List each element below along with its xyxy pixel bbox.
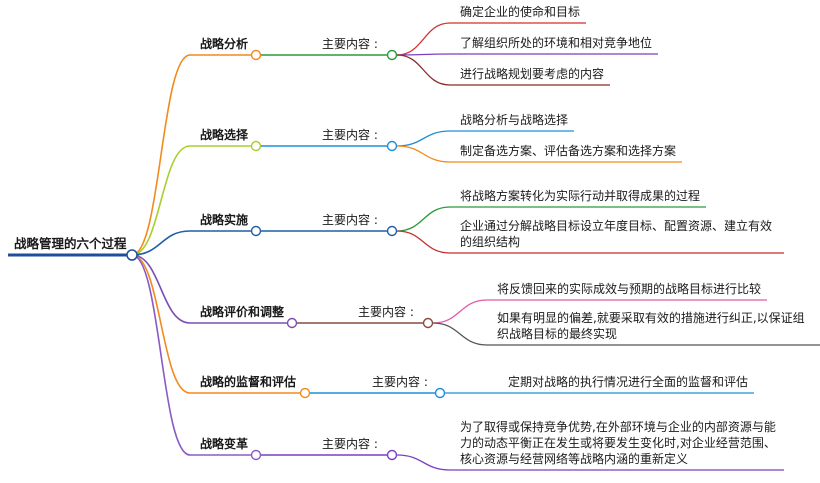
branch-connector (131, 145, 191, 256)
root-node (126, 249, 138, 261)
branch-node (299, 387, 311, 399)
sub-node (386, 49, 398, 61)
sub-node (386, 449, 398, 461)
sub-node (386, 225, 398, 237)
leaf-topic: 为了取得或保持竞争优势,在外部环境与企业的内部资源与能力的动态平衡正在发生或将要… (460, 420, 776, 466)
branch-node (250, 49, 262, 61)
branch-label: 战略实施 (200, 213, 249, 227)
branch-node (286, 317, 298, 329)
leaf-connector (396, 230, 451, 254)
leaf-connector (396, 130, 451, 147)
leaf-connector (432, 322, 488, 346)
branch-label: 战略变革 (200, 437, 249, 451)
sub-node (422, 317, 434, 329)
branch-node (250, 225, 262, 237)
branch-connector (131, 230, 191, 256)
leaf-topic: 如果有明显的偏差,就要采取有效的措施进行纠正,以保证组织战略目标的最终实现 (497, 311, 805, 341)
leaf-topic: 企业通过分解战略目标设立年度目标、配置资源、建立有效的组织结构 (460, 219, 773, 249)
branch-label: 战略分析 (200, 37, 249, 51)
branch-connector (131, 254, 191, 324)
leaf-topic: 定期对战略的执行情况进行全面的监督和评估 (508, 375, 749, 389)
sub-label: 主要内容 : (322, 213, 378, 227)
sub-node (386, 140, 398, 152)
leaf-topic: 进行战略规划要考虑的内容 (460, 67, 605, 81)
branch-label: 战略选择 (200, 128, 249, 142)
leaf-topic: 战略分析与战略选择 (460, 113, 569, 127)
branch-label: 战略评价和调整 (200, 305, 285, 319)
branch-label: 战略的监督和评估 (200, 375, 297, 389)
leaf-connector (396, 22, 451, 56)
leaf-connector (432, 299, 488, 324)
branch-connector (131, 254, 191, 394)
leaf-connector (396, 145, 451, 163)
leaf-connector (396, 206, 451, 232)
root-topic: 战略管理的六个过程 (14, 236, 127, 251)
sub-node (434, 387, 446, 399)
leaf-topic: 确定企业的使命和目标 (460, 5, 581, 19)
leaf-topic: 了解组织所处的环境和相对竞争地位 (460, 36, 653, 50)
leaf-topic: 将战略方案转化为实际行动并取得成果的过程 (460, 189, 701, 203)
sub-label: 主要内容 : (322, 437, 378, 451)
branch-node (250, 449, 262, 461)
sub-label: 主要内容 : (358, 305, 414, 319)
sub-label: 主要内容 : (322, 128, 378, 142)
sub-label: 主要内容 : (372, 375, 428, 389)
branch-connector (131, 54, 191, 256)
branch-connector (131, 254, 191, 456)
leaf-connector (396, 54, 451, 86)
leaf-topic: 制定备选方案、评估备选方案和选择方案 (460, 144, 677, 158)
leaf-connector (396, 454, 451, 471)
sub-label: 主要内容 : (322, 37, 378, 51)
leaf-topic: 将反馈回来的实际成效与预期的战略目标进行比较 (497, 282, 762, 296)
branch-node (250, 140, 262, 152)
